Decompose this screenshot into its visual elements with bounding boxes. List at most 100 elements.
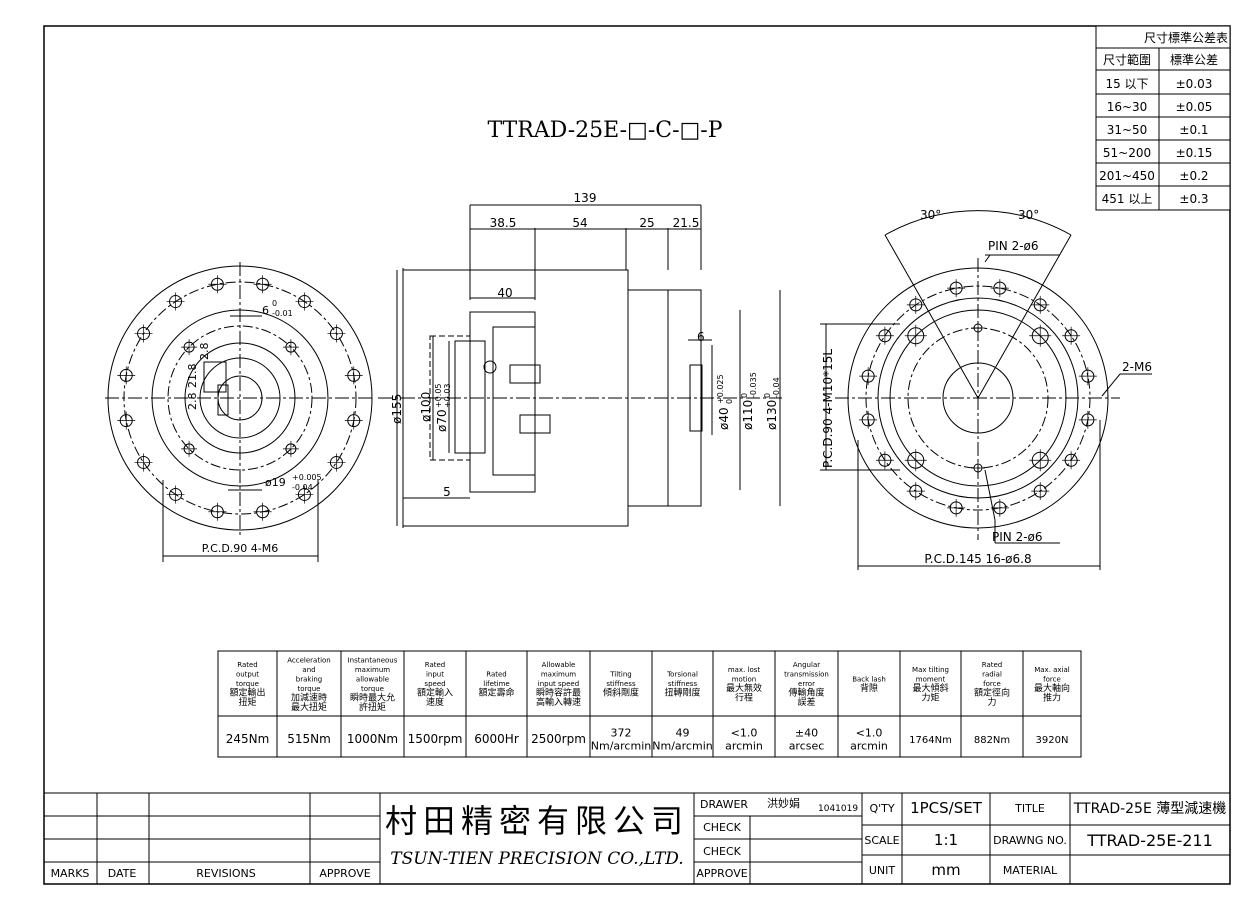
tol-col-range: 尺寸範圍	[1103, 52, 1151, 67]
spec-value: 882Nm	[974, 735, 1010, 746]
dim-21-8: 21.8	[186, 364, 199, 389]
tol-value: ±0.1	[1179, 123, 1208, 137]
dim-phi155: ø155	[390, 394, 404, 424]
tol-range: 51~200	[1103, 146, 1151, 160]
key6-tol-up: 0	[272, 299, 277, 308]
spec-header-text: torque	[298, 685, 321, 693]
spec-header-text: 最大無效	[726, 682, 762, 694]
pin-bottom-label: PIN 2-ø6	[992, 530, 1043, 544]
spec-value: <1.0	[856, 727, 883, 740]
spec-header-text: motion	[732, 675, 757, 683]
dim-54: 54	[572, 216, 587, 230]
dim-phi100: ø100	[419, 392, 433, 422]
spec-header-text: 額定徑向	[974, 687, 1010, 699]
spec-header-text: 速度	[426, 696, 444, 708]
tb-qty: 1PCS/SET	[910, 799, 983, 817]
dim-phi70-tol-dn: +0.03	[443, 383, 452, 408]
dim-phi70: ø70	[435, 409, 449, 432]
tol-value: ±0.05	[1176, 100, 1213, 114]
spec-value: arcmin	[850, 740, 888, 753]
dim-phi40: ø40	[717, 407, 731, 430]
spec-header-text: maximum	[355, 666, 390, 674]
spec-header-text: Acceleration	[287, 656, 331, 664]
spec-header-text: 加減速時	[291, 691, 327, 703]
spec-header-text: transmission	[784, 671, 829, 679]
dim-phi110-tol-dn: -0.035	[749, 372, 758, 398]
pin-top-label: PIN 2-ø6	[988, 239, 1039, 253]
right-pcd-m10-label: P.C.D.90 4-M10*15L	[821, 349, 835, 468]
tb-unit-label: UNIT	[869, 864, 896, 877]
spec-header-text: 瞬時最大允	[350, 691, 395, 703]
dim-5: 5	[443, 485, 451, 499]
angle-30-right: 30°	[1018, 208, 1039, 222]
company-name-cn: 村田精密有限公司	[385, 802, 689, 840]
spec-value: Nm/arcmin	[591, 740, 651, 753]
tb-approve: APPROVE	[319, 867, 370, 880]
dim-25: 25	[639, 216, 654, 230]
spec-header-text: force	[983, 680, 1001, 688]
spec-header-text: Angular	[793, 661, 820, 669]
tb-date: DATE	[108, 867, 137, 880]
spec-header-text: 扭轉剛度	[664, 687, 700, 699]
m6-right-label: 2-M6	[1122, 360, 1152, 374]
tb-material-label: MATERIAL	[1003, 864, 1058, 877]
spec-value: 515Nm	[287, 732, 331, 746]
spec-value: 49	[676, 727, 690, 740]
spec-header-text: output	[236, 671, 259, 679]
spec-table: Ratedoutputtorque額定輸出扭矩Accelerationandbr…	[217, 650, 1082, 758]
dim-2-8-b: 2.8	[186, 393, 199, 411]
right-end-view	[820, 210, 1152, 570]
phi19-tol-dn: -0.04	[292, 483, 313, 492]
spec-header-text: 最大軸向	[1034, 682, 1070, 694]
spec-value: <1.0	[731, 727, 758, 740]
spec-value: 372	[611, 727, 632, 740]
tb-unit: mm	[931, 861, 960, 879]
tol-value: ±0.2	[1179, 169, 1208, 183]
tb-drawer-name: 洪妙娟	[767, 796, 800, 810]
tb-dwg: TTRAD-25E-211	[1086, 831, 1213, 850]
spec-header-text: Max. axial	[1034, 666, 1070, 674]
spec-header-text: input speed	[538, 680, 579, 688]
spec-header-text: 許扭矩	[359, 701, 386, 713]
spec-header-text: Instantaneous	[348, 656, 398, 664]
left-view-labels: P.C.D.90 4-M6 6 0 -0.01 ø19 +0.005 -0.04…	[186, 299, 322, 555]
spec-value: 245Nm	[226, 732, 270, 746]
tb-title-label: TITLE	[1014, 802, 1045, 815]
tol-col-tol: 標準公差	[1170, 52, 1218, 67]
sheet-border	[43, 25, 1231, 885]
spec-value: ±40	[795, 727, 818, 740]
spec-header-text: Tilting	[609, 671, 632, 679]
dim-phi40-tol-up: +0.025	[716, 374, 725, 404]
tol-value: ±0.15	[1176, 146, 1213, 160]
spec-header-text: Back lash	[852, 675, 886, 683]
side-section-view	[378, 204, 782, 528]
pcd145-label: P.C.D.145 16-ø6.8	[924, 552, 1031, 566]
spec-header-text: torque	[236, 680, 259, 688]
tol-range: 201~450	[1099, 169, 1155, 183]
tol-value: ±0.03	[1176, 77, 1213, 91]
tb-check2: CHECK	[703, 845, 742, 858]
phi19-label: ø19	[265, 476, 286, 489]
key6-tol-dn: -0.01	[272, 309, 293, 318]
spec-header-text: Rated	[425, 661, 446, 669]
spec-header-text: allowable	[356, 675, 389, 683]
spec-header-text: 推力	[1043, 691, 1061, 703]
spec-value: arcsec	[789, 740, 825, 753]
right-view-labels: 30° 30° PIN 2-ø6 PIN 2-ø6 2-M6 P.C.D.90 …	[821, 208, 1152, 566]
section-dim-labels: 139 38.5 54 25 21.5 40 6 5 ø155 ø100 ø70…	[390, 191, 781, 499]
tol-range: 31~50	[1107, 123, 1148, 137]
spec-value: 1000Nm	[347, 732, 398, 746]
spec-header-text: force	[1043, 675, 1061, 683]
dim-phi70-tol-up: +0.05	[434, 383, 443, 408]
spec-value: 6000Hr	[474, 732, 519, 746]
spec-header-text: 行程	[735, 691, 753, 703]
spec-header-text: Allowable	[542, 661, 576, 669]
tol-value: ±0.3	[1179, 192, 1208, 206]
spec-header-text: stiffness	[606, 680, 636, 688]
spec-header-text: stiffness	[668, 680, 698, 688]
company-name-en: TSUN-TIEN PRECISION CO.,LTD.	[390, 849, 683, 869]
spec-header-text: radial	[982, 671, 1002, 679]
spec-header-text: 扭矩	[238, 696, 256, 708]
spec-header-text: and	[302, 666, 315, 674]
